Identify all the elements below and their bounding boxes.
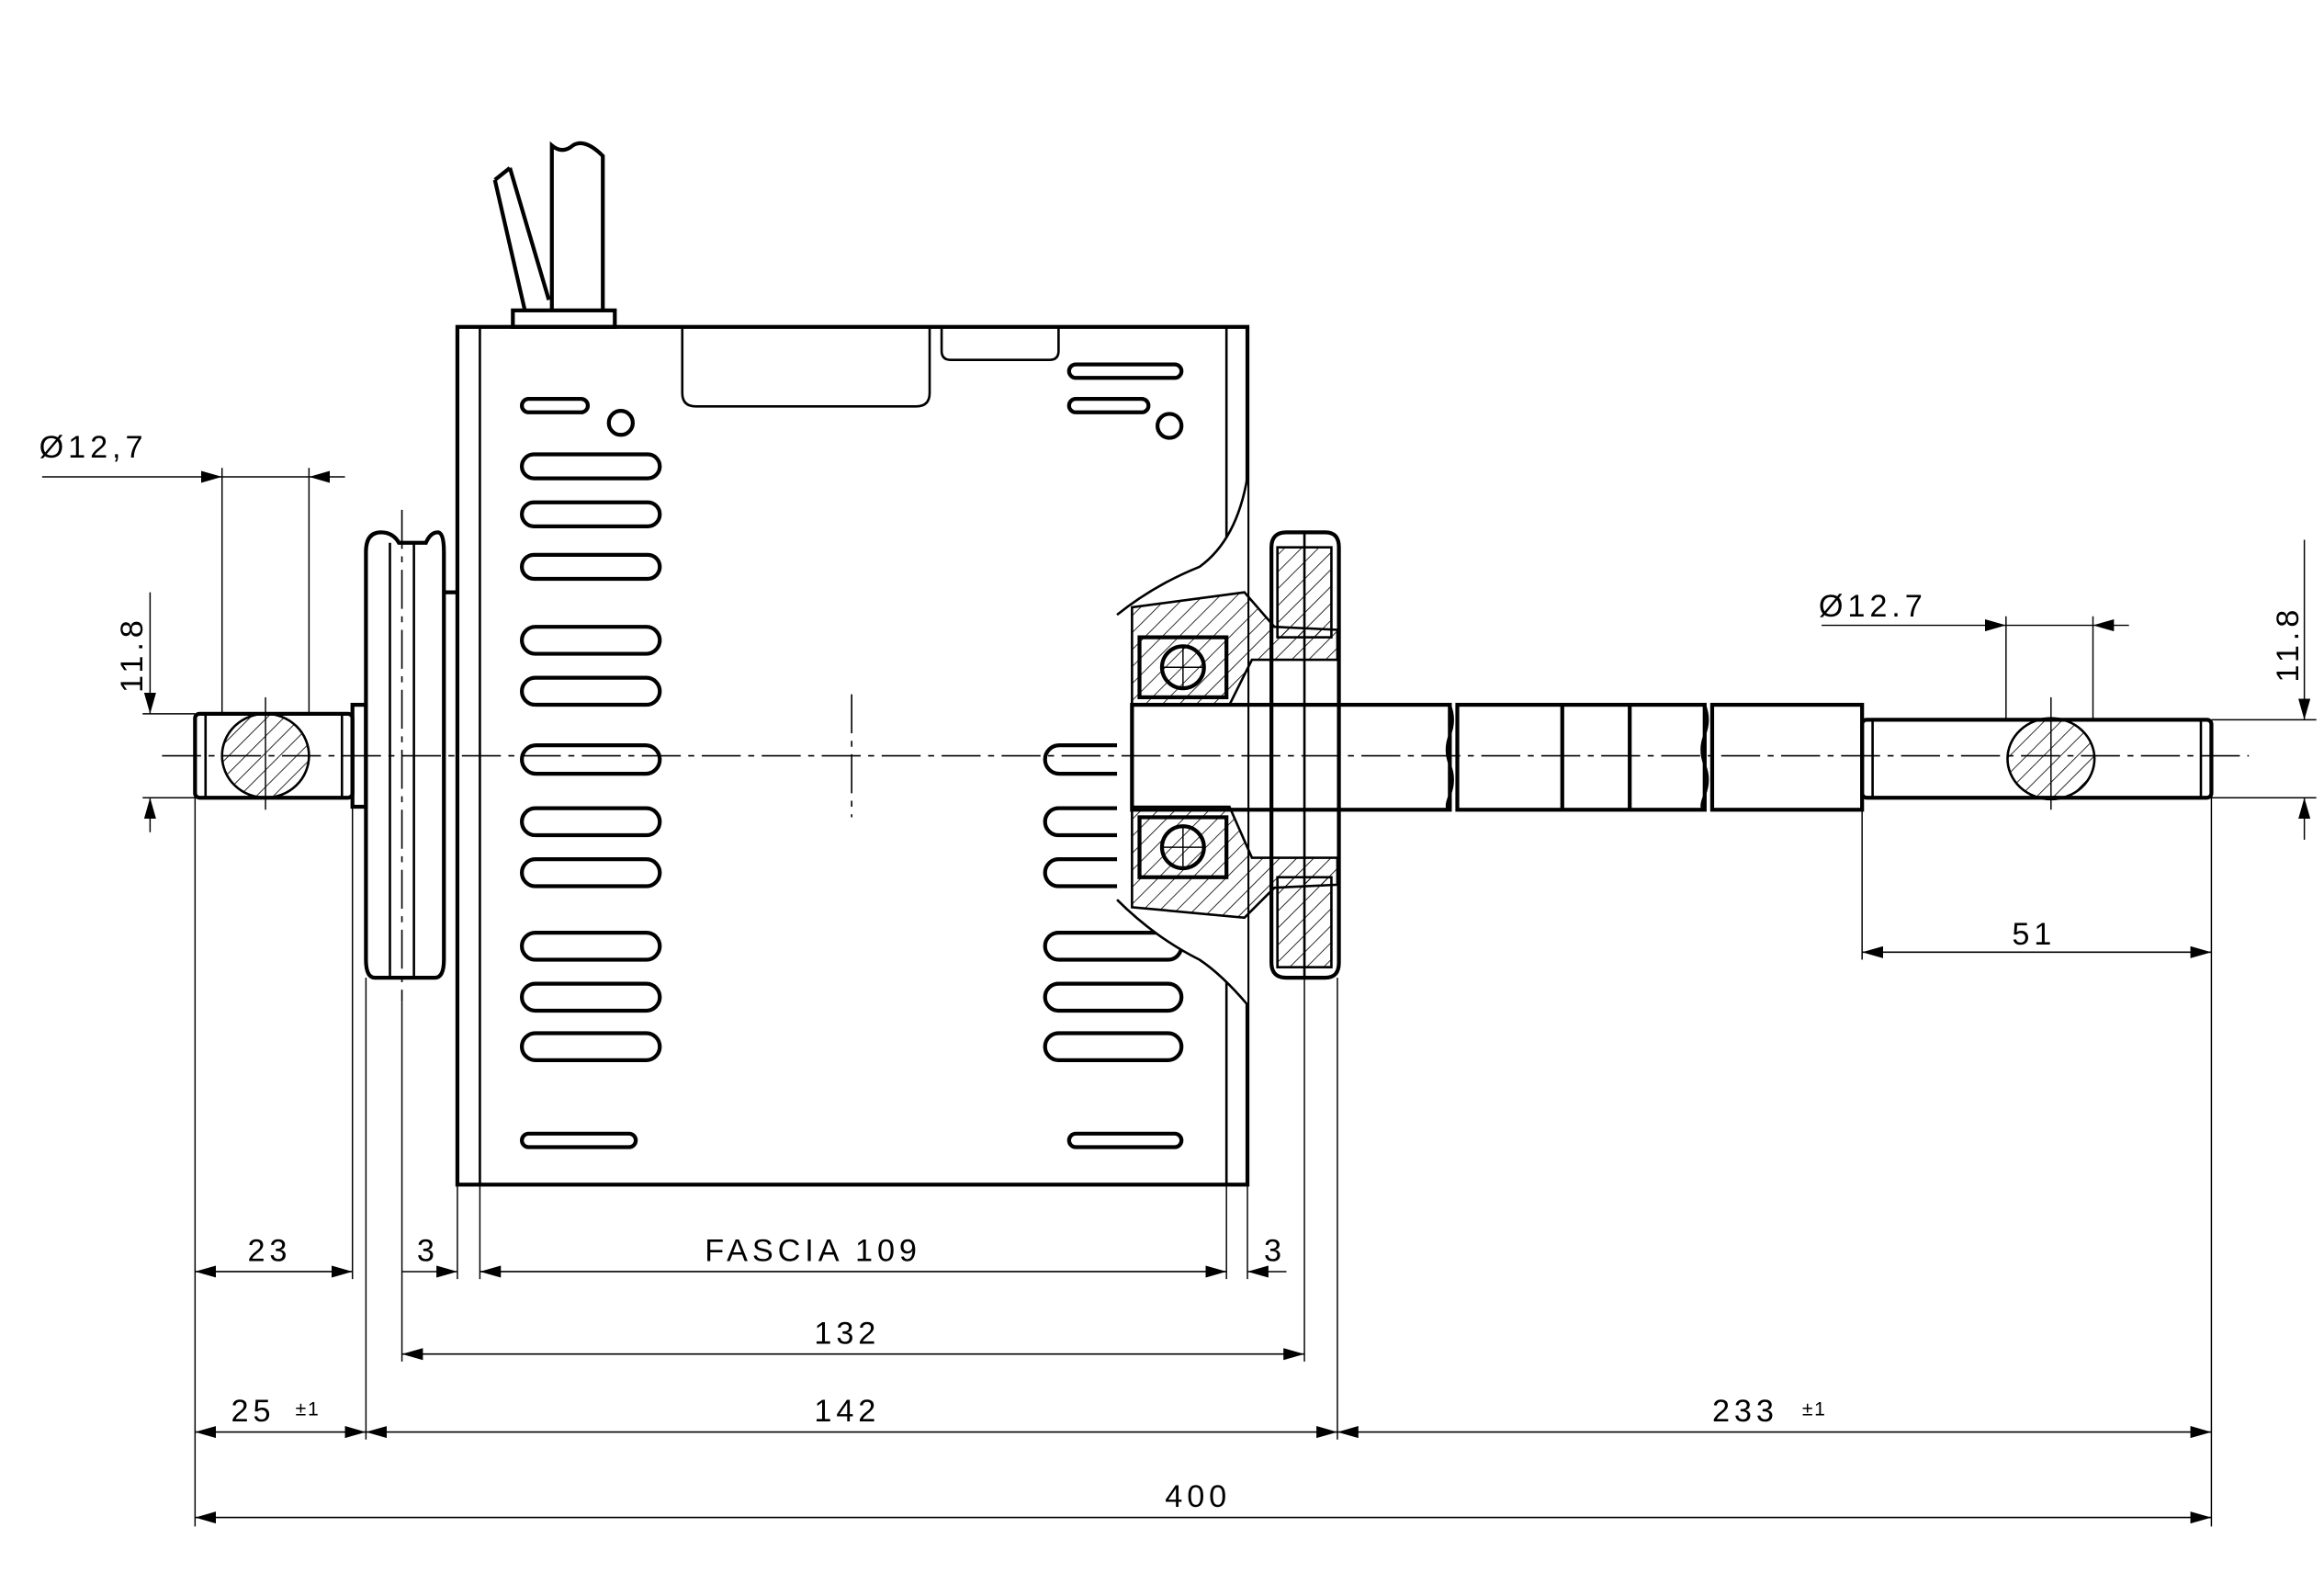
- mount-length-label: 142: [814, 1394, 880, 1429]
- left-protrusion-tolerance: ±1: [296, 1399, 321, 1420]
- right-protrusion-label: 233: [1712, 1394, 1778, 1429]
- bearing-cutaway: [1116, 476, 1339, 1006]
- band-width-label: FASCIA 109: [705, 1234, 921, 1269]
- overall-length-label: 400: [1165, 1479, 1231, 1514]
- power-cable: [492, 141, 617, 329]
- right-shaft-diameter-label: Ø12.7: [1819, 589, 1927, 624]
- left-shaft-flat-label: 11.8: [115, 616, 150, 693]
- right-shaft: [1130, 702, 2214, 812]
- body-length-label: 132: [814, 1316, 880, 1351]
- extension-lines: [142, 468, 2317, 1527]
- dimension-lines: [41, 470, 2311, 1524]
- left-shaft-length-label: 23: [247, 1234, 291, 1269]
- left-shaft-diameter-label: Ø12,7: [39, 430, 148, 465]
- right-shaft-flat-label: 11.8: [2271, 605, 2306, 683]
- ventilation-slots-left: [520, 396, 662, 1149]
- left-mounting-ring: [350, 530, 457, 980]
- left-gap-label: 3: [417, 1234, 439, 1269]
- center-lines: [162, 509, 2250, 1002]
- right-flat-length-label: 51: [2012, 917, 2056, 952]
- right-mounting-ring: [1269, 530, 1341, 980]
- right-gap-label: 3: [1264, 1234, 1286, 1269]
- right-protrusion-tolerance: ±1: [1802, 1399, 1827, 1420]
- left-protrusion-label: 25: [231, 1394, 276, 1429]
